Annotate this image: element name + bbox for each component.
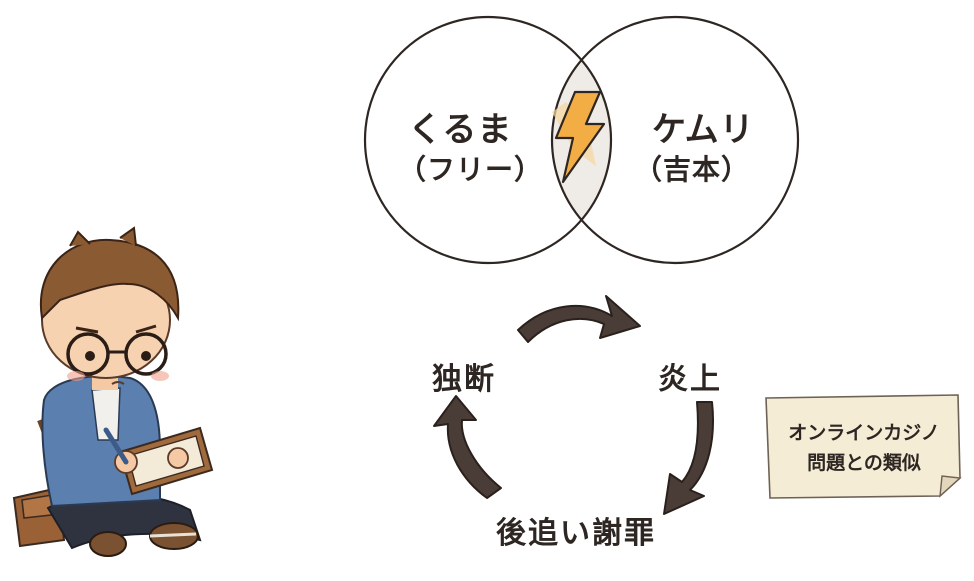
note-line-1: オンラインカジノ <box>788 422 940 444</box>
arrow-left <box>433 395 502 499</box>
note-line-2: 問題との類似 <box>807 452 921 474</box>
venn-left-name: くるま <box>408 110 513 150</box>
venn-circle-right <box>550 15 800 265</box>
note-card <box>765 394 962 499</box>
venn-right-name: ケムリ <box>652 110 755 150</box>
arrow-top <box>517 295 641 343</box>
cycle-step-dokudan: 独断 <box>432 362 496 397</box>
lightning-bolt-icon <box>552 90 606 184</box>
cycle-step-enjou: 炎上 <box>658 362 722 397</box>
venn-right-sub: （吉本） <box>634 153 751 186</box>
cycle-arrows <box>433 295 714 515</box>
cycle-step-atooi-shazai: 後追い謝罪 <box>496 516 656 551</box>
venn-left-sub: （フリー） <box>398 153 544 186</box>
venn-circle-left <box>363 15 613 265</box>
boy-illustration <box>12 226 214 557</box>
arrow-right <box>663 401 714 515</box>
